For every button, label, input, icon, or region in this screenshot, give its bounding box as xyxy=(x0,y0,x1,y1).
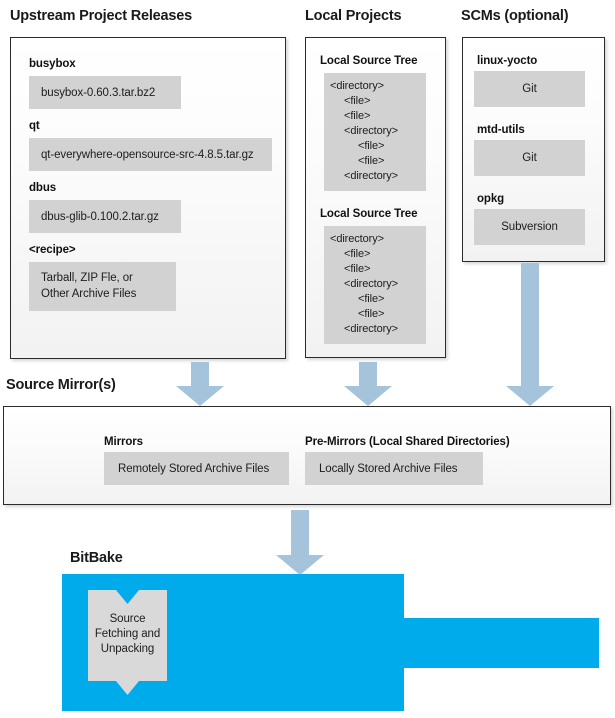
bitbake-caption: BitBake xyxy=(70,550,123,566)
arrow-upstream-to-mirrors xyxy=(176,362,224,406)
upstream-caption: Upstream Project Releases xyxy=(10,8,192,24)
tree-line: <file> xyxy=(358,140,385,152)
pre-mirrors-value: Locally Stored Archive Files xyxy=(305,452,483,485)
mirrors-value: Remotely Stored Archive Files xyxy=(104,452,289,485)
tree-line: <directory> xyxy=(330,80,384,92)
local-tree-title-1: Local Source Tree xyxy=(320,208,418,220)
upstream-item-label-0: busybox xyxy=(29,58,76,70)
scm-item-value-1: Git xyxy=(474,140,585,176)
upstream-item-value-3-line1: Tarball, ZIP Fle, or xyxy=(41,272,133,284)
scm-item-value-2: Subversion xyxy=(474,209,585,245)
arrow-local-projects-to-mirrors xyxy=(344,362,392,406)
local-tree-title-0: Local Source Tree xyxy=(320,55,418,67)
upstream-item-value-3-line2: Other Archive Files xyxy=(41,288,137,300)
upstream-project-releases-panel: busybox busybox-0.60.3.tar.bz2 qt qt-eve… xyxy=(10,37,286,359)
arrow-scms-to-mirrors xyxy=(506,263,554,406)
upstream-item-label-3: <recipe> xyxy=(29,244,76,256)
task-line-1: Source xyxy=(109,613,146,625)
tree-line: <file> xyxy=(344,248,371,260)
tree-line: <directory> xyxy=(344,170,398,182)
tree-line: <directory> xyxy=(344,125,398,137)
tree-line: <directory> xyxy=(344,278,398,290)
tree-line: <file> xyxy=(344,263,371,275)
source-mirrors-caption: Source Mirror(s) xyxy=(6,377,116,393)
bitbake-block xyxy=(62,574,599,711)
local-projects-panel: Local Source Tree <directory> <file> <fi… xyxy=(305,37,446,358)
source-fetching-unpacking-task: Source Fetching and Unpacking xyxy=(88,590,167,695)
local-source-tree-0: <directory> <file> <file> <directory> <f… xyxy=(324,73,426,191)
tree-line: <file> xyxy=(358,155,385,167)
task-line-2: Fetching and xyxy=(94,628,161,640)
source-mirrors-panel: Mirrors Remotely Stored Archive Files Pr… xyxy=(3,406,611,505)
local-projects-caption: Local Projects xyxy=(305,8,402,24)
local-source-tree-1: <directory> <file> <file> <directory> <f… xyxy=(324,226,426,344)
tree-line: <directory> xyxy=(344,323,398,335)
mirrors-label: Mirrors xyxy=(104,436,143,448)
tree-line: <directory> xyxy=(330,233,384,245)
scm-item-label-0: linux-yocto xyxy=(477,55,538,67)
upstream-item-value-2: dbus-glib-0.100.2.tar.gz xyxy=(29,200,181,233)
pre-mirrors-label: Pre-Mirrors (Local Shared Directories) xyxy=(305,436,510,448)
upstream-item-value-1: qt-everywhere-opensource-src-4.8.5.tar.g… xyxy=(29,138,272,171)
source-fetching-unpacking-text: Source Fetching and Unpacking xyxy=(88,612,167,657)
tree-line: <file> xyxy=(358,308,385,320)
scms-caption: SCMs (optional) xyxy=(461,8,569,24)
task-line-3: Unpacking xyxy=(100,643,155,655)
upstream-item-value-3: Tarball, ZIP Fle, or Other Archive Files xyxy=(29,262,176,311)
upstream-item-value-0: busybox-0.60.3.tar.bz2 xyxy=(29,76,181,109)
upstream-item-label-2: dbus xyxy=(29,182,57,194)
arrow-mirrors-to-bitbake xyxy=(276,510,324,575)
scm-item-label-2: opkg xyxy=(477,193,505,205)
tree-line: <file> xyxy=(344,110,371,122)
scms-panel: linux-yocto Git mtd-utils Git opkg Subve… xyxy=(462,37,605,262)
scm-item-label-1: mtd-utils xyxy=(477,124,525,136)
tree-line: <file> xyxy=(344,95,371,107)
upstream-item-label-1: qt xyxy=(29,120,40,132)
scm-item-value-0: Git xyxy=(474,71,585,107)
tree-line: <file> xyxy=(358,293,385,305)
